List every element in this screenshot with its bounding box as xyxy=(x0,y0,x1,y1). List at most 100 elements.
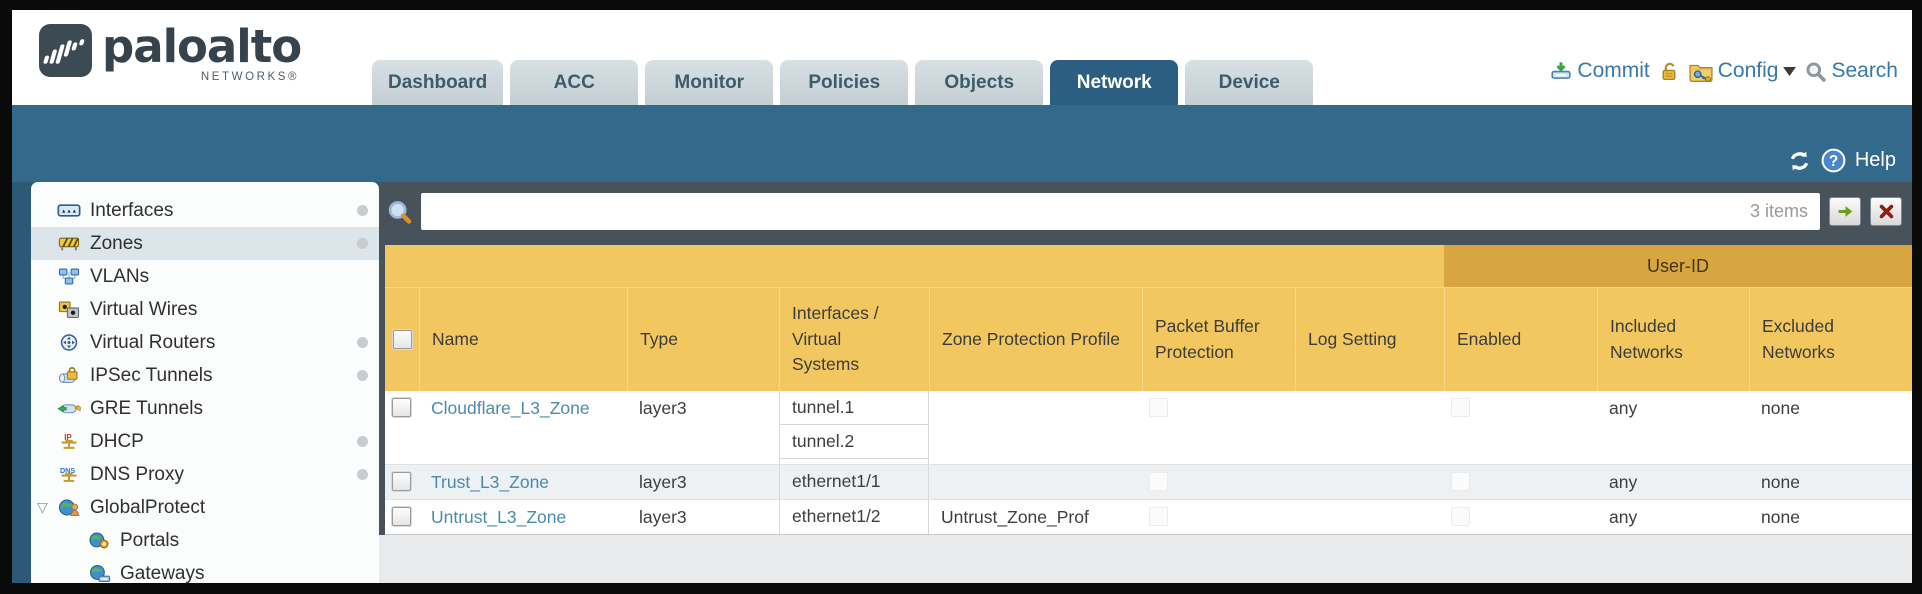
sidebar-item-zones[interactable]: Zones xyxy=(31,227,379,260)
user-id-enabled-checkbox[interactable] xyxy=(1451,507,1470,526)
zone-name-link[interactable]: Trust_L3_Zone xyxy=(431,472,550,492)
column-header-log-setting[interactable]: Log Setting xyxy=(1295,287,1444,391)
column-header-name[interactable]: Name xyxy=(419,287,627,391)
select-all-cell xyxy=(385,287,419,391)
clear-filter-button[interactable] xyxy=(1870,197,1902,226)
virtual-wires-icon xyxy=(57,301,83,318)
tab-network[interactable]: Network xyxy=(1050,60,1179,105)
magnifier-icon xyxy=(387,200,412,225)
cell-packet-buffer-protection xyxy=(1142,500,1295,534)
tab-dashboard[interactable]: Dashboard xyxy=(372,60,504,105)
sidebar-item-dns-proxy[interactable]: DNS DNS Proxy xyxy=(31,458,379,491)
sidebar-item-virtual-wires[interactable]: Virtual Wires xyxy=(31,293,379,326)
expand-triangle-icon[interactable]: ▽ xyxy=(37,499,48,515)
sidebar-item-ipsec-tunnels[interactable]: IPSec Tunnels xyxy=(31,359,379,392)
interface-item: tunnel.1 xyxy=(780,391,928,425)
ipsec-tunnels-icon xyxy=(57,367,83,384)
cell-excluded-networks: none xyxy=(1761,398,1800,418)
filter-bar: 3 items xyxy=(379,182,1912,245)
group-header-spacer xyxy=(385,245,1444,287)
dhcp-icon: IP xyxy=(57,433,83,450)
sidebar-item-interfaces[interactable]: Interfaces xyxy=(31,194,379,227)
svg-text:?: ? xyxy=(1829,153,1838,170)
packet-buffer-checkbox[interactable] xyxy=(1149,472,1168,491)
tab-acc[interactable]: ACC xyxy=(510,60,639,105)
sub-header-band: ? Help xyxy=(12,105,1912,182)
column-header-label: Interfaces / Virtual Systems xyxy=(792,303,879,375)
row-select-checkbox[interactable] xyxy=(392,472,411,491)
filter-search-input[interactable]: 3 items xyxy=(421,193,1820,230)
sidebar-item-vlans[interactable]: VLANs xyxy=(31,260,379,293)
gateways-icon xyxy=(87,565,113,582)
zones-icon xyxy=(57,235,83,252)
select-all-checkbox[interactable] xyxy=(392,330,412,349)
packet-buffer-checkbox[interactable] xyxy=(1149,507,1168,526)
config-folder-icon xyxy=(1689,61,1713,82)
row-select-cell xyxy=(385,391,419,464)
status-dot xyxy=(357,238,368,249)
user-id-enabled-checkbox[interactable] xyxy=(1451,472,1470,491)
cell-name: Cloudflare_L3_Zone xyxy=(419,391,627,464)
column-header-interfaces-virtual-systems[interactable]: Interfaces / Virtual Systems xyxy=(779,287,929,391)
config-menu-button[interactable]: Config xyxy=(1689,59,1797,83)
column-header-enabled[interactable]: Enabled xyxy=(1444,287,1597,391)
cell-user-id-enabled xyxy=(1444,465,1597,499)
sidebar-item-globalprotect[interactable]: ▽GlobalProtect xyxy=(31,491,379,524)
cell-log-setting xyxy=(1295,465,1444,499)
interface-item: ethernet1/1 xyxy=(792,471,881,491)
sidebar-item-label: VLANs xyxy=(90,265,150,287)
vlans-icon xyxy=(57,268,83,285)
column-header-packet-buffer-protection[interactable]: Packet Buffer Protection xyxy=(1142,287,1295,391)
top-actions: Commit Config Search xyxy=(1550,59,1898,83)
user-id-enabled-checkbox[interactable] xyxy=(1451,398,1470,417)
search-icon xyxy=(1805,61,1827,82)
search-button[interactable]: Search xyxy=(1805,59,1898,83)
paloalto-logo: paloalto NETWORKS® xyxy=(38,23,302,83)
tab-policies[interactable]: Policies xyxy=(780,60,909,105)
sidebar-item-gateways[interactable]: Gateways xyxy=(31,557,379,583)
column-header-label: Enabled xyxy=(1457,328,1522,349)
row-select-checkbox[interactable] xyxy=(392,398,411,417)
paloalto-logo-mark-icon xyxy=(38,23,93,78)
sidebar-item-gre-tunnels[interactable]: GRE Tunnels xyxy=(31,392,379,425)
column-header-excluded-networks[interactable]: Excluded Networks xyxy=(1749,287,1912,391)
cell-included-networks: any xyxy=(1609,472,1638,492)
unlocked-padlock-icon[interactable] xyxy=(1659,62,1680,81)
interfaces-icon xyxy=(57,202,83,219)
column-header-included-networks[interactable]: Included Networks xyxy=(1597,287,1749,391)
cell-zone-protection-profile: Untrust_Zone_Prof xyxy=(941,507,1089,527)
cell-name: Untrust_L3_Zone xyxy=(419,500,627,534)
cell-interfaces: ethernet1/2 xyxy=(779,500,929,534)
zone-name-link[interactable]: Untrust_L3_Zone xyxy=(431,507,567,527)
tab-monitor[interactable]: Monitor xyxy=(645,60,774,105)
row-select-checkbox[interactable] xyxy=(392,507,411,526)
apply-filter-button[interactable] xyxy=(1829,197,1861,226)
help-icon[interactable]: ? xyxy=(1821,148,1846,173)
zone-name-link[interactable]: Cloudflare_L3_Zone xyxy=(431,398,590,418)
sidebar-item-label: Portals xyxy=(120,529,180,551)
tab-device[interactable]: Device xyxy=(1185,60,1314,105)
virtual-routers-icon xyxy=(57,334,83,351)
cell-included-networks: any xyxy=(1609,398,1638,418)
column-header-type[interactable]: Type xyxy=(627,287,779,391)
sidebar-item-label: DNS Proxy xyxy=(90,463,184,485)
sidebar-item-portals[interactable]: Portals xyxy=(31,524,379,557)
green-arrow-icon xyxy=(1837,204,1854,219)
commit-button[interactable]: Commit xyxy=(1550,59,1650,83)
sidebar-item-virtual-routers[interactable]: Virtual Routers xyxy=(31,326,379,359)
cell-user-id-enabled xyxy=(1444,500,1597,534)
column-header-zone-protection-profile[interactable]: Zone Protection Profile xyxy=(929,287,1142,391)
status-dot xyxy=(357,205,368,216)
refresh-icon[interactable] xyxy=(1787,150,1812,172)
items-count-label: 3 items xyxy=(1749,201,1808,221)
caret-down-icon xyxy=(1783,66,1797,76)
svg-text:DNS: DNS xyxy=(60,466,75,475)
packet-buffer-checkbox[interactable] xyxy=(1149,398,1168,417)
tab-objects[interactable]: Objects xyxy=(915,60,1044,105)
